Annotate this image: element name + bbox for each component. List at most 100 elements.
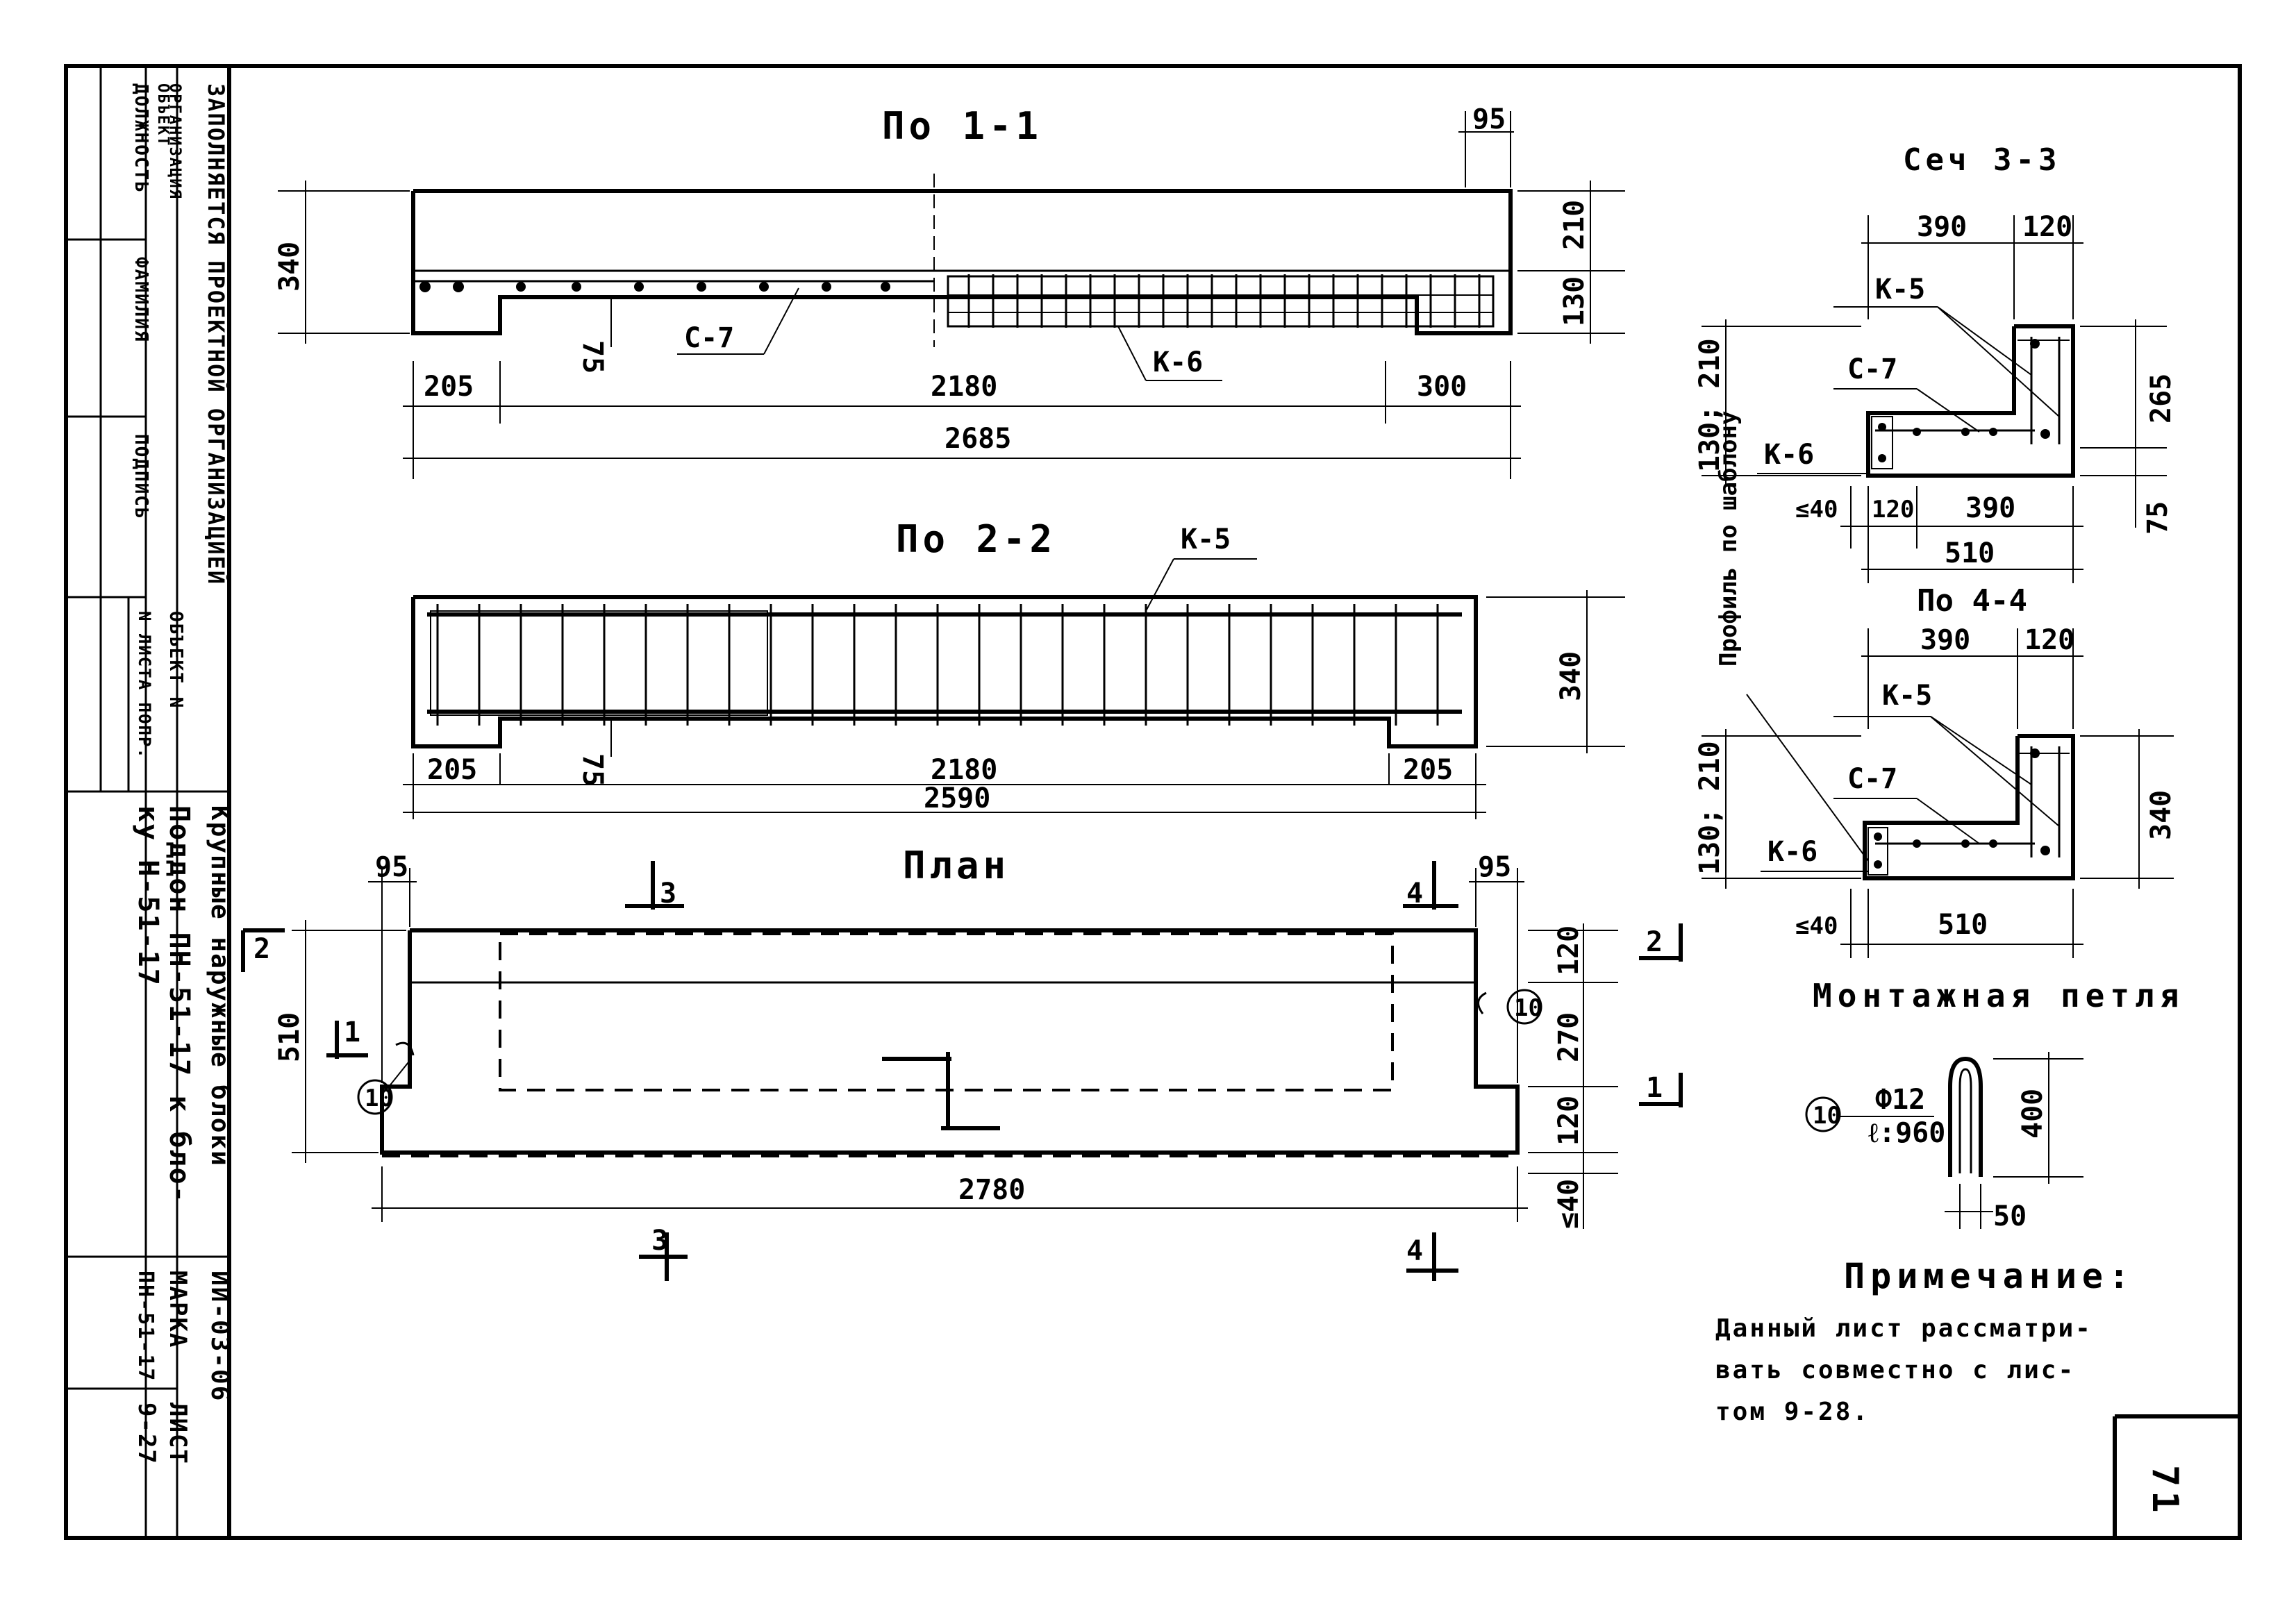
s11-dim-2685: 2685 bbox=[945, 423, 1011, 455]
filled-by-text: ЗАПОЛНЯЕТСЯ ПРОЕКТНОЙ ОРГАНИЗАЦИЕЙ bbox=[203, 83, 229, 585]
plan-view: План 10 10 3 4 3 4 2 2 1 1 bbox=[241, 844, 1683, 1281]
plan-dim-40: ≤40 bbox=[1553, 1179, 1585, 1229]
title-line2: ку Н-51-17 bbox=[132, 805, 164, 987]
s33-dim-120: 120 bbox=[2022, 211, 2072, 243]
plan-loop-left: 10 bbox=[365, 1085, 393, 1112]
plan-dim-95-right: 95 bbox=[1478, 851, 1511, 883]
note-line3: том 9-28. bbox=[1715, 1398, 1870, 1426]
note-title: Примечание: bbox=[1844, 1256, 2135, 1296]
s44-label-k6: К-6 bbox=[1767, 836, 1817, 868]
section-3-3: Сеч 3-3 390 120 К-5 С-7 К-6 130; 210 265… bbox=[1694, 142, 2177, 583]
page-number-box: 71 bbox=[2113, 1414, 2240, 1538]
s22-dim-2590: 2590 bbox=[924, 782, 990, 814]
plan-dim-120a: 120 bbox=[1553, 926, 1585, 976]
s22-dim-205-right: 205 bbox=[1403, 754, 1453, 786]
loop-dia: Ф12 bbox=[1875, 1084, 1925, 1116]
surname-text: ФАМИЛИЯ bbox=[131, 257, 151, 343]
plan-dim-270: 270 bbox=[1553, 1012, 1585, 1062]
plan-dim-95-left: 95 bbox=[375, 851, 408, 883]
s44-dim-510: 510 bbox=[1938, 909, 1988, 941]
s33-label-k5: К-5 bbox=[1875, 274, 1925, 305]
sheet-value: 9-27 bbox=[133, 1403, 160, 1465]
plan-loop-right: 10 bbox=[1514, 994, 1542, 1022]
k6-bars bbox=[967, 274, 1481, 328]
s11-label-k6: К-6 bbox=[1153, 346, 1203, 378]
sheet-frame bbox=[64, 64, 2242, 1540]
s44-dim-390: 390 bbox=[1920, 624, 1970, 656]
plan-dim-510: 510 bbox=[274, 1012, 306, 1062]
title-block: ЗАПОЛНЯЕТСЯ ПРОЕКТНОЙ ОРГАНИЗАЦИЕЙ ОРГАН… bbox=[66, 66, 234, 1538]
section-4-4-title: По 4-4 bbox=[1917, 583, 2027, 619]
s33-dim-b120: 120 bbox=[1872, 496, 1914, 524]
s44-dim-120: 120 bbox=[2024, 624, 2074, 656]
s11-label-c7: С-7 bbox=[684, 322, 734, 354]
plan-mark-2-left: 2 bbox=[253, 933, 270, 965]
plan-mark-4-top: 4 bbox=[1406, 878, 1423, 910]
s44-profile: Профиль по шаблону bbox=[1715, 411, 1742, 667]
plan-dim-2780: 2780 bbox=[958, 1174, 1025, 1206]
s33-dim-left: 130; 210 bbox=[1694, 338, 1726, 472]
plan-mark-4-bottom: 4 bbox=[1406, 1235, 1423, 1267]
section-2-2: По 2-2 К-5 340 75 bbox=[403, 517, 1625, 819]
series-text: Крупные наружные блоки bbox=[206, 805, 234, 1167]
signature-text: ПОДПИСЬ bbox=[131, 434, 151, 520]
mark-value: ПН-51-17 bbox=[133, 1271, 158, 1382]
section-2-2-title: По 2-2 bbox=[896, 517, 1056, 561]
plan-mark-2-right: 2 bbox=[1646, 926, 1663, 958]
s11-dim-205: 205 bbox=[424, 371, 474, 403]
s11-dim-130: 130 bbox=[1558, 276, 1590, 326]
object-text: ОБЪЕКТ bbox=[154, 83, 172, 146]
plan-mark-1-right: 1 bbox=[1646, 1072, 1663, 1104]
s44-dim-340: 340 bbox=[2145, 790, 2177, 840]
s33-dim-75: 75 bbox=[2142, 501, 2174, 535]
s44-label-c7: С-7 bbox=[1847, 763, 1897, 795]
s44-label-k5: К-5 bbox=[1882, 680, 1932, 712]
plan-dim-120b: 120 bbox=[1553, 1096, 1585, 1146]
note-line2: вать совместно с лис- bbox=[1715, 1356, 2075, 1384]
s22-dim-340: 340 bbox=[1555, 651, 1587, 701]
s11-dim-75: 75 bbox=[576, 340, 608, 374]
s22-label-k5: К-5 bbox=[1181, 524, 1231, 555]
loop-dim-50: 50 bbox=[1993, 1200, 2027, 1232]
s11-dim-2180: 2180 bbox=[931, 371, 997, 403]
s33-label-k6: К-6 bbox=[1764, 439, 1814, 471]
mark-label: МАРКА bbox=[164, 1271, 192, 1348]
k5-bars bbox=[436, 604, 1439, 726]
sheet-no-text: N ЛИСТА ПОПР. bbox=[135, 611, 154, 760]
s11-dim-210: 210 bbox=[1558, 200, 1590, 250]
s22-dim-205-left: 205 bbox=[427, 754, 477, 786]
section-4-4: По 4-4 390 120 К-5 С-7 К-6 Профиль по ша… bbox=[1694, 411, 2177, 958]
s22-dim-75: 75 bbox=[576, 753, 608, 787]
section-1-1: По 1-1 95 bbox=[274, 103, 1625, 479]
s33-dim-265: 265 bbox=[2145, 374, 2177, 424]
loop-mark: 10 bbox=[1813, 1102, 1841, 1130]
object-no-text: ОБЪЕКТ N bbox=[165, 611, 186, 709]
s33-dim-390: 390 bbox=[1917, 211, 1967, 243]
note-block: Примечание: Данный лист рассматри- вать … bbox=[1715, 1256, 2135, 1426]
loop-length: ℓ:960 bbox=[1868, 1117, 1945, 1149]
s33-dim-b390: 390 bbox=[1965, 492, 2015, 524]
s33-dim-510: 510 bbox=[1945, 537, 1995, 569]
s33-dim-40: ≤40 bbox=[1795, 496, 1838, 524]
mounting-loop: Монтажная петля 10 Ф12 ℓ:960 400 50 bbox=[1805, 977, 2184, 1232]
s44-dim-left: 130; 210 bbox=[1694, 741, 1726, 875]
s44-dim-40: ≤40 bbox=[1795, 912, 1838, 940]
s11-dim-95: 95 bbox=[1472, 103, 1506, 135]
plan-mark-1-left: 1 bbox=[344, 1016, 360, 1048]
loop-dim-400: 400 bbox=[2017, 1089, 2049, 1139]
page-number: 71 bbox=[2144, 1465, 2186, 1517]
plan-mark-3-bottom: 3 bbox=[651, 1225, 668, 1257]
section-3-3-title: Сеч 3-3 bbox=[1903, 142, 2061, 178]
plan-mark-3-top: 3 bbox=[660, 878, 676, 910]
s11-dim-300: 300 bbox=[1417, 371, 1467, 403]
s22-dim-2180: 2180 bbox=[931, 754, 997, 786]
code-text: ИИ-03-06 bbox=[206, 1271, 234, 1402]
loop-title: Монтажная петля bbox=[1813, 977, 2184, 1014]
sheet-label: ЛИСТ bbox=[164, 1403, 192, 1465]
plan-title: План bbox=[903, 844, 1010, 887]
title-line1: Поддон ПН-51-17 к бло- bbox=[163, 805, 195, 1204]
position-text: ДОЛЖНОСТЬ bbox=[131, 83, 151, 194]
s33-label-c7: С-7 bbox=[1847, 353, 1897, 385]
note-line1: Данный лист рассматри- bbox=[1715, 1314, 2093, 1343]
